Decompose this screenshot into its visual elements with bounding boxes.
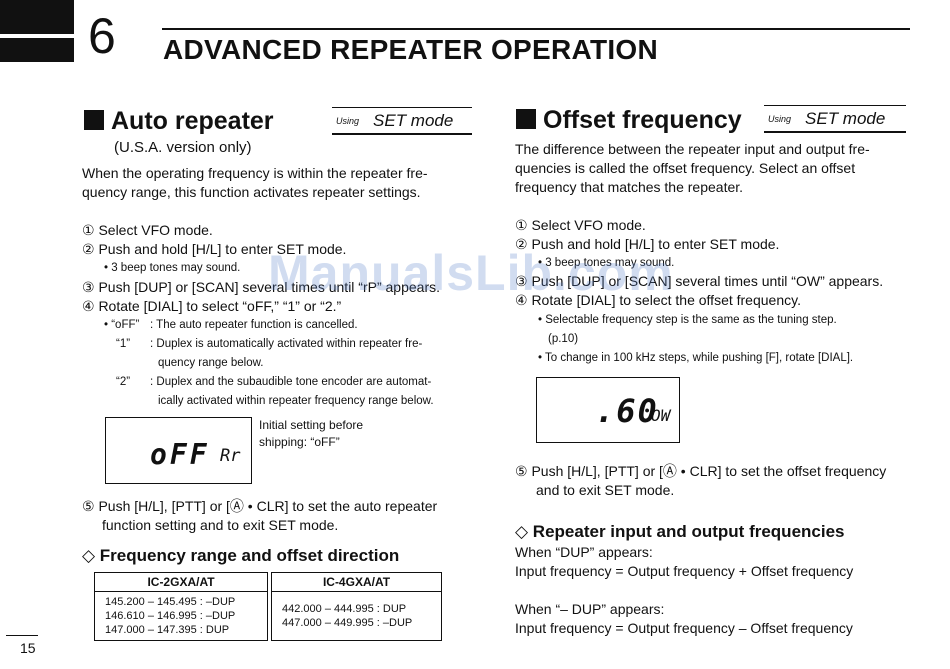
table-header-ic4gxa: IC-4GXA/AT: [271, 572, 442, 592]
offset-intro-line-1: The difference between the repeater inpu…: [515, 141, 870, 157]
auto-step-3: ③ Push [DUP] or [SCAN] several times unt…: [82, 279, 440, 295]
dup-equation: Input frequency = Output frequency + Off…: [515, 563, 854, 579]
auto-step-1: ① Select VFO mode.: [82, 222, 213, 238]
chapter-title: ADVANCED REPEATER OPERATION: [163, 34, 659, 65]
chapter-tab-bottom: [0, 38, 74, 62]
auto-step-5-line-2: function setting and to exit SET mode.: [102, 517, 339, 533]
minus-dup-equation: Input frequency = Output frequency – Off…: [515, 620, 853, 636]
option-1-key: “1”: [116, 338, 131, 350]
table-header-ic2gxa: IC-2GXA/AT: [94, 572, 268, 592]
option-2-key: “2”: [116, 376, 131, 388]
initial-setting-line-2: shipping: “oFF”: [259, 435, 340, 449]
lcd-main-readout: .60: [595, 392, 659, 430]
auto-repeater-heading: Auto repeater: [84, 106, 274, 136]
lcd-sub-readout: OW: [651, 406, 671, 425]
auto-repeater-subtitle: (U.S.A. version only): [114, 139, 252, 156]
minus-dup-heading: When “– DUP” appears:: [515, 601, 665, 617]
dup-heading: When “DUP” appears:: [515, 544, 653, 560]
auto-repeater-lcd: oFF Rr: [105, 417, 252, 484]
option-1-desc-line-1: : Duplex is automatically activated with…: [150, 338, 423, 350]
offset-step-5-line-1: ⑤ Push [H/L], [PTT] or [Ⓐ • CLR] to set …: [515, 463, 887, 479]
offset-step-2-note: • 3 beep tones may sound.: [538, 257, 675, 269]
repeater-io-heading: ◇ Repeater input and output frequencies: [515, 522, 845, 541]
auto-step-2-note: • 3 beep tones may sound.: [104, 262, 241, 274]
mode-name-label: SET mode: [373, 111, 454, 130]
auto-step-4: ④ Rotate [DIAL] to select “oFF,” “1” or …: [82, 298, 342, 314]
offset-step-2: ② Push and hold [H/L] to enter SET mode.: [515, 236, 780, 252]
chapter-tab-top: [0, 0, 74, 34]
offset-intro-line-2: quencies is called the offset frequency.…: [515, 160, 856, 176]
page-number: 15: [20, 640, 36, 656]
option-off-desc: : The auto repeater function is cancelle…: [150, 319, 358, 331]
page-number-rule: [6, 635, 38, 636]
auto-step-2: ② Push and hold [H/L] to enter SET mode.: [82, 241, 347, 257]
offset-step-5-line-2: and to exit SET mode.: [536, 482, 675, 498]
auto-step-5-line-1: ⑤ Push [H/L], [PTT] or [Ⓐ • CLR] to set …: [82, 498, 438, 514]
frequency-range-heading: ◇ Frequency range and offset direction: [82, 546, 400, 565]
option-1-desc-line-2: quency range below.: [158, 357, 264, 369]
offset-frequency-heading: Offset frequency: [516, 105, 742, 135]
section-square-icon: [84, 110, 104, 130]
table-cell-ic2gxa: 145.200 – 145.495 : –DUP 146.610 – 146.9…: [94, 591, 268, 641]
offset-note-2: • To change in 100 kHz steps, while push…: [538, 352, 854, 364]
section-square-icon: [516, 109, 536, 129]
mode-name-label: SET mode: [805, 109, 886, 128]
lcd-sub-readout: Rr: [220, 446, 241, 466]
lcd-main-readout: oFF: [150, 438, 210, 471]
option-off-key: • “oFF”: [104, 319, 140, 331]
offset-step-3: ③ Push [DUP] or [SCAN] several times unt…: [515, 273, 884, 289]
mode-using-label: Using: [768, 114, 792, 124]
table-row: 145.200 – 145.495 : –DUP 146.610 – 146.9…: [94, 591, 442, 641]
frequency-range-table: IC-2GXA/AT IC-4GXA/AT 145.200 – 145.495 …: [94, 572, 442, 641]
option-2-desc-line-2: ically activated within repeater frequen…: [158, 395, 434, 407]
auto-intro-line-1: When the operating frequency is within t…: [82, 165, 428, 181]
offset-lcd: .60 OW: [536, 377, 680, 443]
offset-intro-line-3: frequency that matches the repeater.: [515, 179, 744, 195]
chapter-rule: [162, 28, 910, 30]
offset-note-1-line-2: (p.10): [548, 333, 579, 345]
offset-note-1-line-1: • Selectable frequency step is the same …: [538, 314, 837, 326]
option-2-desc-line-1: : Duplex and the subaudible tone encoder…: [150, 376, 432, 388]
table-cell-ic4gxa: 442.000 – 444.995 : DUP 447.000 – 449.99…: [271, 591, 442, 641]
mode-using-label: Using: [336, 116, 360, 126]
auto-repeater-mode-box: Using SET mode: [332, 107, 472, 135]
manualslib-watermark: ManualsLib.com: [268, 245, 674, 301]
table-header-row: IC-2GXA/AT IC-4GXA/AT: [94, 572, 442, 592]
auto-intro-line-2: quency range, this function activates re…: [82, 184, 421, 200]
offset-step-4: ④ Rotate [DIAL] to select the offset fre…: [515, 292, 801, 308]
offset-mode-box: Using SET mode: [764, 105, 906, 133]
chapter-number: 6: [88, 8, 116, 64]
offset-step-1: ① Select VFO mode.: [515, 217, 646, 233]
initial-setting-line-1: Initial setting before: [259, 418, 364, 432]
